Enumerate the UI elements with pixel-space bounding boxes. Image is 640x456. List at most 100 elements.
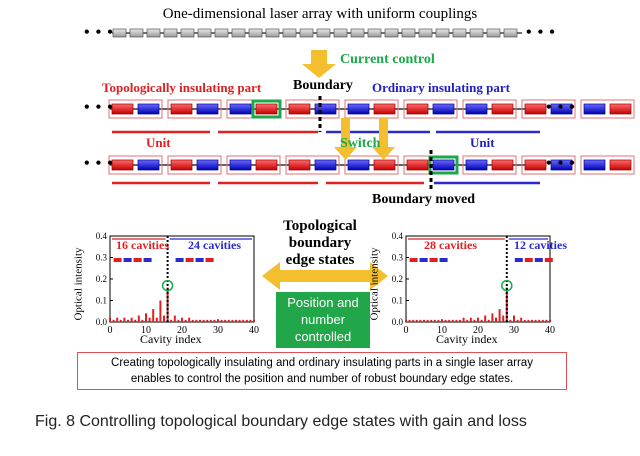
figure-caption: Fig. 8 Controlling topological boundary … [35, 413, 527, 430]
edge-state-marker [501, 279, 513, 292]
boundary-label: Boundary [293, 78, 353, 93]
blue-cavity [583, 103, 606, 115]
cavity-pair-box [167, 99, 222, 119]
right-xlabel: Cavity index [436, 332, 498, 346]
gray-cavity [282, 28, 297, 38]
cavity-pair-box [344, 99, 399, 119]
blue-cavity [583, 159, 606, 171]
x-tick-label: 10 [437, 325, 447, 336]
green-box-line-1: Position and [287, 295, 359, 310]
cavity-pair-box [108, 155, 163, 175]
cavity-pair-box [285, 155, 340, 175]
cavity-pair-box [521, 99, 576, 119]
left-xlabel: Cavity index [140, 332, 202, 346]
blue-cavity [347, 159, 370, 171]
boundary-moved-label: Boundary moved [372, 192, 476, 207]
x-tick-label: 30 [509, 325, 519, 336]
y-tick-label: 0.2 [392, 274, 403, 284]
mini-cavity [439, 258, 448, 262]
red-cavity [609, 159, 632, 171]
x-tick-label: 40 [545, 325, 555, 336]
y-tick-label: 0.4 [392, 231, 404, 241]
cavity-pair-box [580, 99, 635, 119]
ordinary-part-label: Ordinary insulating part [372, 80, 510, 95]
cavity-pair-box [462, 99, 517, 119]
y-tick-label: 0.3 [392, 253, 404, 263]
red-cavity [491, 103, 514, 115]
ellipsis-left-row2: • • • [84, 155, 114, 172]
red-cavity [255, 159, 278, 171]
mini-cavity [534, 258, 543, 262]
plot-frame [109, 235, 255, 323]
mini-cavity [514, 258, 523, 262]
green-box-line-3: controlled [294, 329, 352, 344]
blue-cavity [196, 103, 219, 115]
summary-line-1: Creating topologically insulating and or… [111, 357, 533, 369]
mini-cavity [113, 258, 122, 262]
current-control-label: Current control [340, 52, 435, 67]
mini-cavity [205, 258, 214, 262]
y-tick-label: 0.0 [392, 317, 404, 327]
cavity-pair-box [580, 155, 635, 175]
gray-cavity [163, 28, 178, 38]
gray-cavity [503, 28, 518, 38]
gray-cavity [316, 28, 331, 38]
red-cavity [288, 159, 311, 171]
blue-cavity [229, 103, 252, 115]
cavity-pair-box [226, 155, 281, 175]
mini-cavity [123, 258, 132, 262]
red-cavity [406, 159, 429, 171]
center-title-line-1: Topological [283, 218, 357, 234]
double-arrow [262, 262, 388, 290]
mini-cavity [195, 258, 204, 262]
cavity-pair-box [462, 155, 517, 175]
gray-cavity [452, 28, 467, 38]
mini-cavity [544, 258, 553, 262]
center-title: Topological boundary edge states [258, 218, 382, 269]
blue-cavity [347, 103, 370, 115]
red-cavity [524, 103, 547, 115]
switch-label: Switch [340, 136, 381, 151]
gray-cavity [367, 28, 382, 38]
gray-cavity [146, 28, 161, 38]
gray-cavity [112, 28, 127, 38]
blue-cavity [314, 159, 337, 171]
y-tick-label: 0.4 [96, 231, 108, 241]
right-red-cavities-label: 28 cavities [424, 238, 477, 252]
topological-part-label: Topologically insulating part [102, 80, 262, 95]
gray-cavity [231, 28, 246, 38]
cavity-pair-box [285, 99, 340, 119]
red-cavity [170, 159, 193, 171]
red-cavity [111, 159, 134, 171]
gray-cavity [418, 28, 433, 38]
mini-cavity [409, 258, 418, 262]
gray-cavity [469, 28, 484, 38]
edge-state-marker [161, 279, 174, 292]
red-cavity [288, 103, 311, 115]
x-tick-label: 0 [404, 325, 409, 336]
x-tick-label: 10 [141, 325, 151, 336]
mini-cavity [419, 258, 428, 262]
x-tick-label: 40 [249, 325, 259, 336]
x-tick-label: 0 [108, 325, 113, 336]
array-row-2 [108, 155, 635, 175]
array-row-1 [108, 99, 635, 119]
blue-cavity [137, 103, 160, 115]
left-ylabel: Optical intensity [72, 247, 85, 321]
red-cavity [255, 103, 278, 115]
mini-cavity [143, 258, 152, 262]
mini-cavity [175, 258, 184, 262]
gray-cavity [486, 28, 501, 38]
gray-cavity [384, 28, 399, 38]
gray-cavity [401, 28, 416, 38]
blue-cavity [314, 103, 337, 115]
blue-cavity [137, 159, 160, 171]
gray-cavity [180, 28, 195, 38]
ellipsis-right-row1: • • • [546, 99, 576, 116]
y-tick-label: 0.1 [96, 296, 107, 306]
mini-cavity [429, 258, 438, 262]
left-blue-cavities-label: 24 cavities [188, 238, 241, 252]
